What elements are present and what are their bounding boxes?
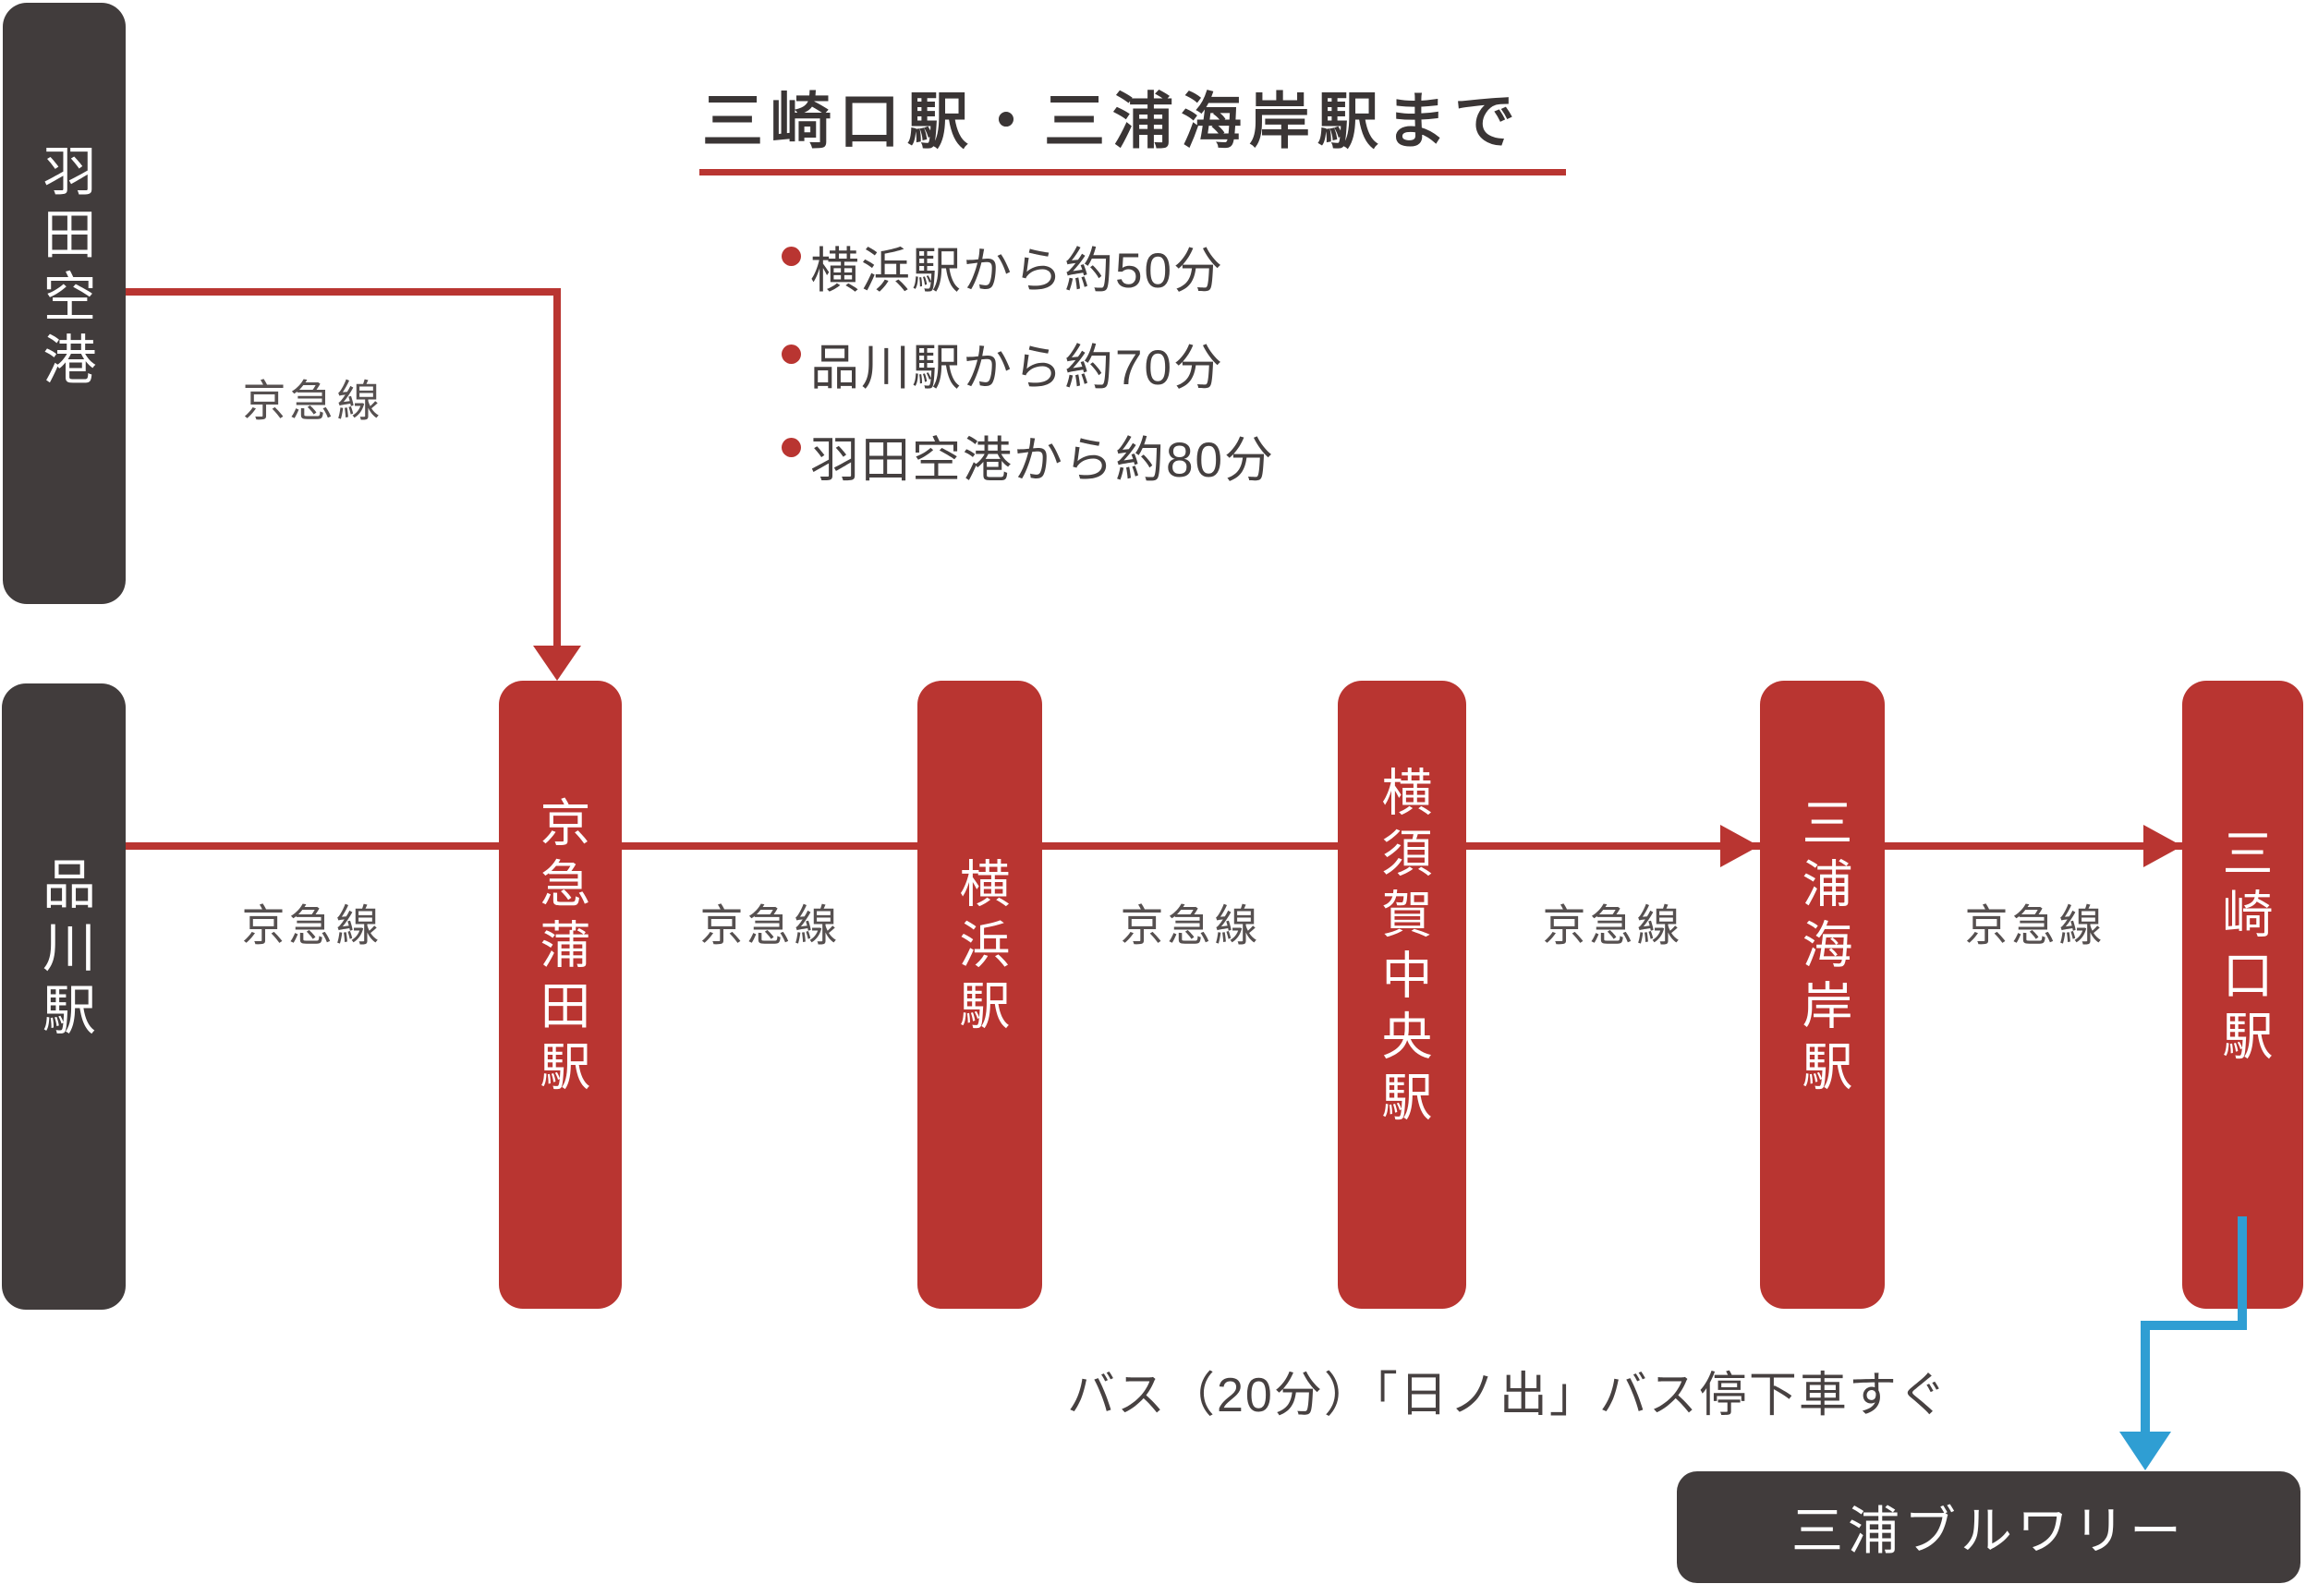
station-box-keikyu-kamata: 京急蒲田駅 [499, 681, 622, 1309]
access-note-shinagawa: 品川駅から約70分 [810, 341, 1224, 395]
bullet-dot-icon [782, 247, 801, 266]
down-arrow-icon [533, 646, 581, 681]
destination-label: 三浦ブルワリー [1791, 1502, 2186, 1560]
station-label: 横浜駅 [952, 857, 1009, 1040]
bullet-dot-icon [782, 345, 801, 364]
bus-note: バス（20分）「日ノ出」バス停下車すぐ [1067, 1369, 1948, 1422]
keikyu-line-label-3: 京急線 [1120, 901, 1262, 950]
right-arrow-icon [1720, 825, 1759, 867]
station-box-yokohama: 横浜駅 [917, 681, 1042, 1309]
keikyu-line-label-2: 京急線 [699, 901, 842, 950]
station-box-misakiguchi: 三崎口駅 [2182, 681, 2303, 1309]
station-label: 三浦海岸駅 [1794, 796, 1851, 1101]
origin-box-haneda: 羽田空港 [3, 3, 126, 604]
origin-box-shinagawa: 品川駅 [2, 683, 126, 1310]
bus-route-line-horizontal [2141, 1321, 2247, 1330]
origin-haneda-label: 羽田空港 [34, 142, 95, 394]
access-note-yokohama: 横浜駅から約50分 [810, 244, 1224, 298]
keikyu-line-label-5: 京急線 [1964, 901, 2106, 950]
bullet-dot-icon [782, 438, 801, 457]
station-label: 横須賀中央駅 [1374, 766, 1431, 1131]
down-arrow-icon [2119, 1432, 2171, 1470]
bus-route-line-vertical-2 [2141, 1330, 2150, 1435]
station-label: 三崎口駅 [2215, 827, 2272, 1070]
keikyu-line-label-4: 京急線 [1542, 901, 1684, 950]
access-title: 三崎口駅・三浦海岸駅まで [702, 87, 1523, 155]
station-label: 京急蒲田駅 [532, 796, 589, 1101]
keikyu-line-label-1: 京急線 [241, 901, 383, 950]
bus-route-line-vertical-1 [2238, 1216, 2247, 1329]
airport-route-line-vertical [553, 288, 561, 648]
airport-route-line-horizontal [126, 288, 557, 296]
right-arrow-icon [2143, 825, 2182, 867]
main-route-line [126, 842, 2182, 850]
station-box-yokosuka-chuo: 横須賀中央駅 [1338, 681, 1466, 1309]
origin-shinagawa-label: 品川駅 [34, 856, 94, 1045]
destination-box-miura-brewery: 三浦ブルワリー [1677, 1471, 2300, 1583]
access-note-haneda: 羽田空港から約80分 [810, 433, 1275, 488]
station-box-miura-kaigan: 三浦海岸駅 [1760, 681, 1885, 1309]
title-underline [699, 169, 1566, 175]
keikyu-line-label-haneda: 京急線 [242, 376, 384, 426]
